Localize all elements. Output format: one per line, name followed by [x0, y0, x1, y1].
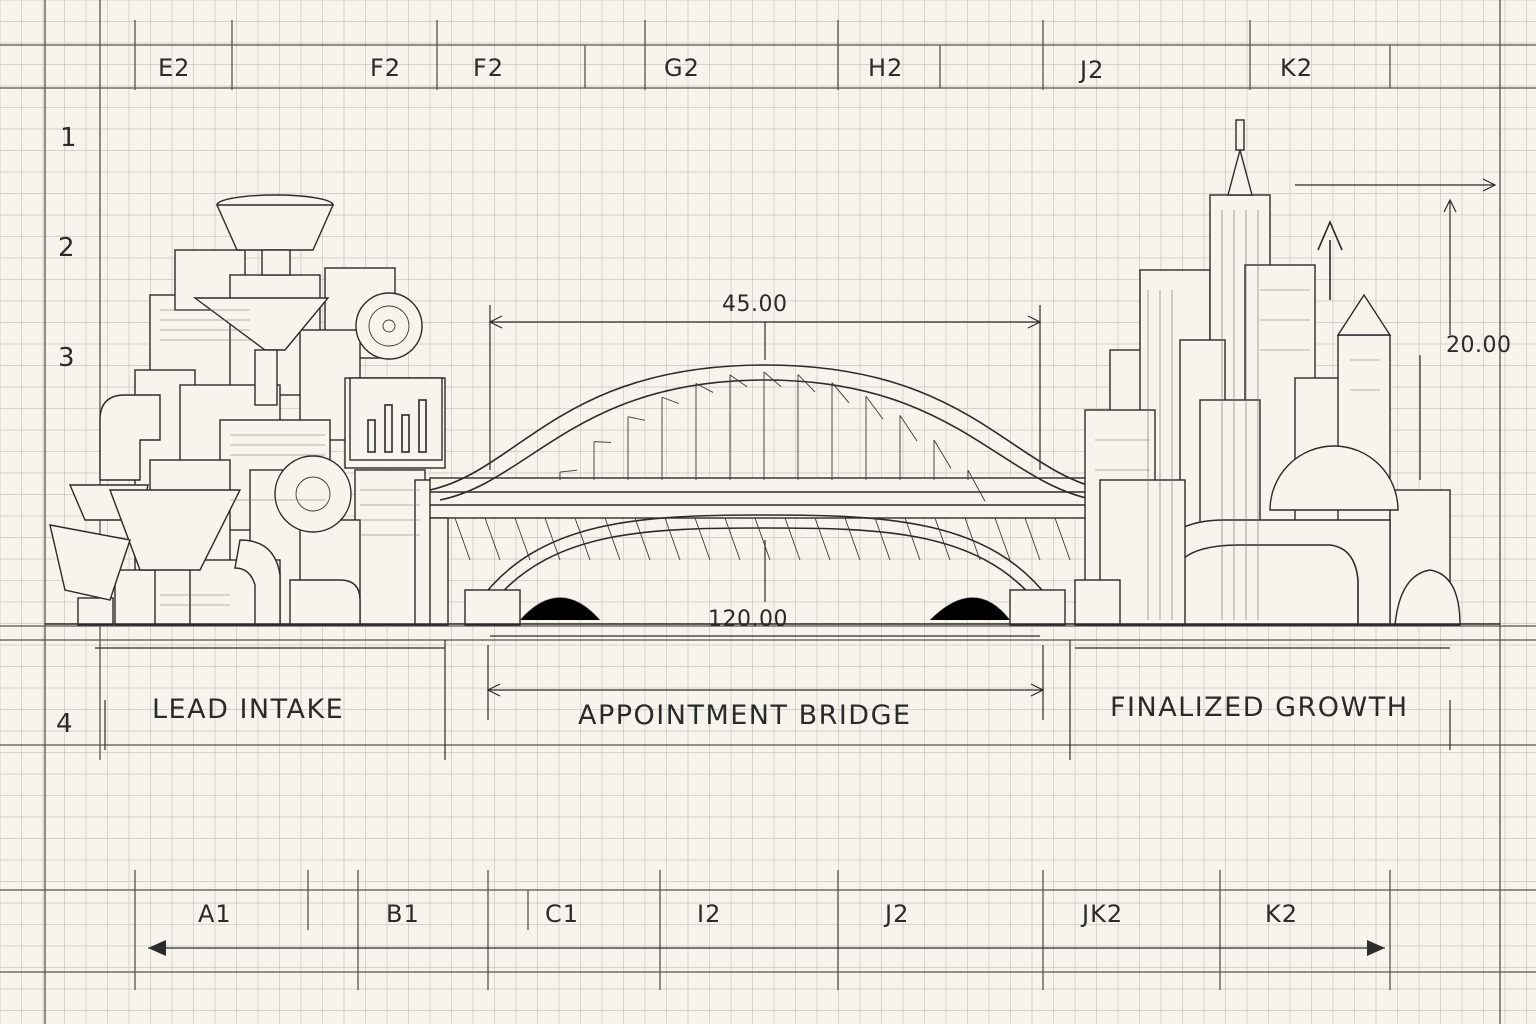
bottom-col-label: A1 — [198, 900, 232, 928]
row-label: 4 — [56, 709, 73, 739]
bottom-col-label: J2 — [883, 900, 909, 928]
row-label: 1 — [60, 123, 77, 153]
row-labels: 1 2 3 4 — [56, 123, 77, 739]
top-col-label: F2 — [473, 54, 504, 82]
top-col-label: J2 — [1078, 56, 1104, 84]
bridge-length-dimension: 120.00 — [708, 607, 788, 632]
row-label: 3 — [58, 343, 75, 373]
bottom-col-label: I2 — [697, 900, 721, 928]
bottom-column-labels: A1 B1 C1 I2 J2 JK2 K2 — [198, 900, 1298, 928]
top-column-labels: E2 F2 F2 G2 H2 J2 K2 — [158, 54, 1313, 84]
bottom-col-label: JK2 — [1080, 900, 1123, 928]
top-col-label: H2 — [868, 54, 903, 82]
dimension-lines — [95, 178, 1497, 956]
bottom-col-label: K2 — [1265, 900, 1298, 928]
top-col-label: G2 — [664, 54, 700, 82]
zone-label-finalized-growth: FINALIZED GROWTH — [1110, 692, 1409, 723]
arch-span-dimension: 45.00 — [722, 292, 787, 317]
top-col-label: F2 — [370, 54, 401, 82]
appointment-bridge-structure — [429, 364, 1111, 626]
bottom-col-label: B1 — [386, 900, 420, 928]
zone-label-appointment-bridge: APPOINTMENT BRIDGE — [578, 700, 912, 731]
row-label: 2 — [58, 233, 75, 263]
top-col-label: K2 — [1280, 54, 1313, 82]
top-col-label: E2 — [158, 54, 190, 82]
tower-height-dimension: 20.00 — [1446, 333, 1511, 358]
bottom-col-label: C1 — [545, 900, 579, 928]
zone-label-lead-intake: LEAD INTAKE — [152, 694, 344, 725]
finalized-growth-city — [1074, 119, 1461, 626]
lead-intake-machinery — [49, 194, 446, 626]
